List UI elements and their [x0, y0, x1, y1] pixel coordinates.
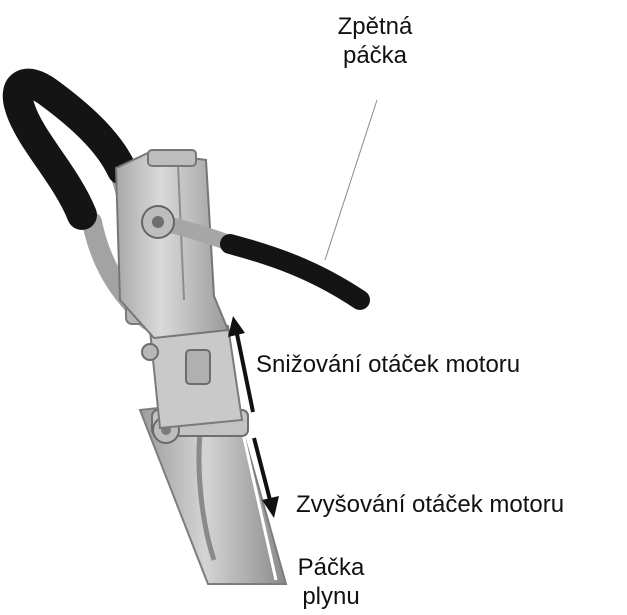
increase-rpm-label: Zvyšování otáček motoru	[296, 490, 564, 519]
decrease-rpm-label: Snižování otáček motoru	[256, 350, 520, 379]
reverse-lever-label-line1: Zpětná	[320, 12, 430, 41]
housing-top-cap	[148, 150, 196, 166]
throttle-lever-label-line1: Páčka	[276, 553, 386, 582]
throttle-lever-label-line2: plynu	[276, 582, 386, 611]
reverse-lever-grip	[230, 244, 360, 300]
connector-bolt	[186, 350, 210, 384]
reverse-lever-label-line2: páčka	[320, 41, 430, 70]
lever-pivot-center	[152, 216, 164, 228]
side-knob	[142, 344, 158, 360]
reverse-lever-leader-line	[325, 100, 377, 260]
handlebar-grip	[18, 84, 122, 215]
reverse-lever-label: Zpětná páčka	[320, 12, 430, 70]
throttle-lever-label: Páčka plynu	[276, 553, 386, 611]
